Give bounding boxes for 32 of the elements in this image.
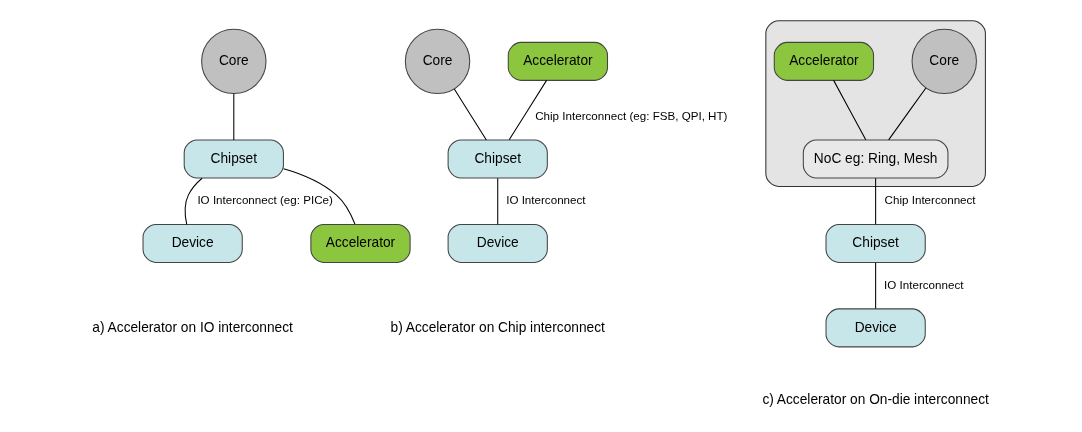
node-box: Device (447, 223, 548, 263)
edge-label: Chip Interconnect (eg: FSB, QPI, HT) (535, 108, 728, 122)
node-circle: Core (911, 28, 977, 95)
connector (875, 262, 877, 310)
label: b) Accelerator on Chip interconnect (390, 319, 605, 335)
edge-label: IO Interconnect (eg: PICe) (197, 193, 333, 207)
node-circle: Core (201, 28, 267, 95)
connector (184, 177, 203, 225)
node-box: Accelerator (310, 223, 411, 263)
connector (508, 79, 548, 141)
node-box: Chipset (447, 139, 548, 179)
node-box: Device (142, 223, 243, 263)
node-box: Accelerator (507, 41, 609, 81)
node-circle: Core (404, 28, 471, 95)
connector (497, 177, 499, 225)
connector (233, 93, 235, 141)
cluster (765, 20, 986, 187)
connector (283, 168, 356, 225)
connector (833, 79, 867, 141)
connector (888, 87, 927, 141)
edge-label: IO Interconnect (506, 193, 586, 207)
node-box: NoC eg: Ring, Mesh (802, 139, 949, 179)
connector (453, 88, 487, 141)
label: c) Accelerator on On-die interconnect (762, 392, 989, 408)
connector (875, 177, 877, 225)
node-box: Accelerator (773, 41, 875, 81)
node-box: Chipset (825, 223, 926, 263)
edge-label: Chip Interconnect (884, 193, 976, 207)
node-box: Chipset (183, 139, 284, 179)
edge-label: IO Interconnect (884, 277, 964, 291)
label: a) Accelerator on IO interconnect (92, 319, 293, 335)
node-box: Device (825, 308, 926, 348)
